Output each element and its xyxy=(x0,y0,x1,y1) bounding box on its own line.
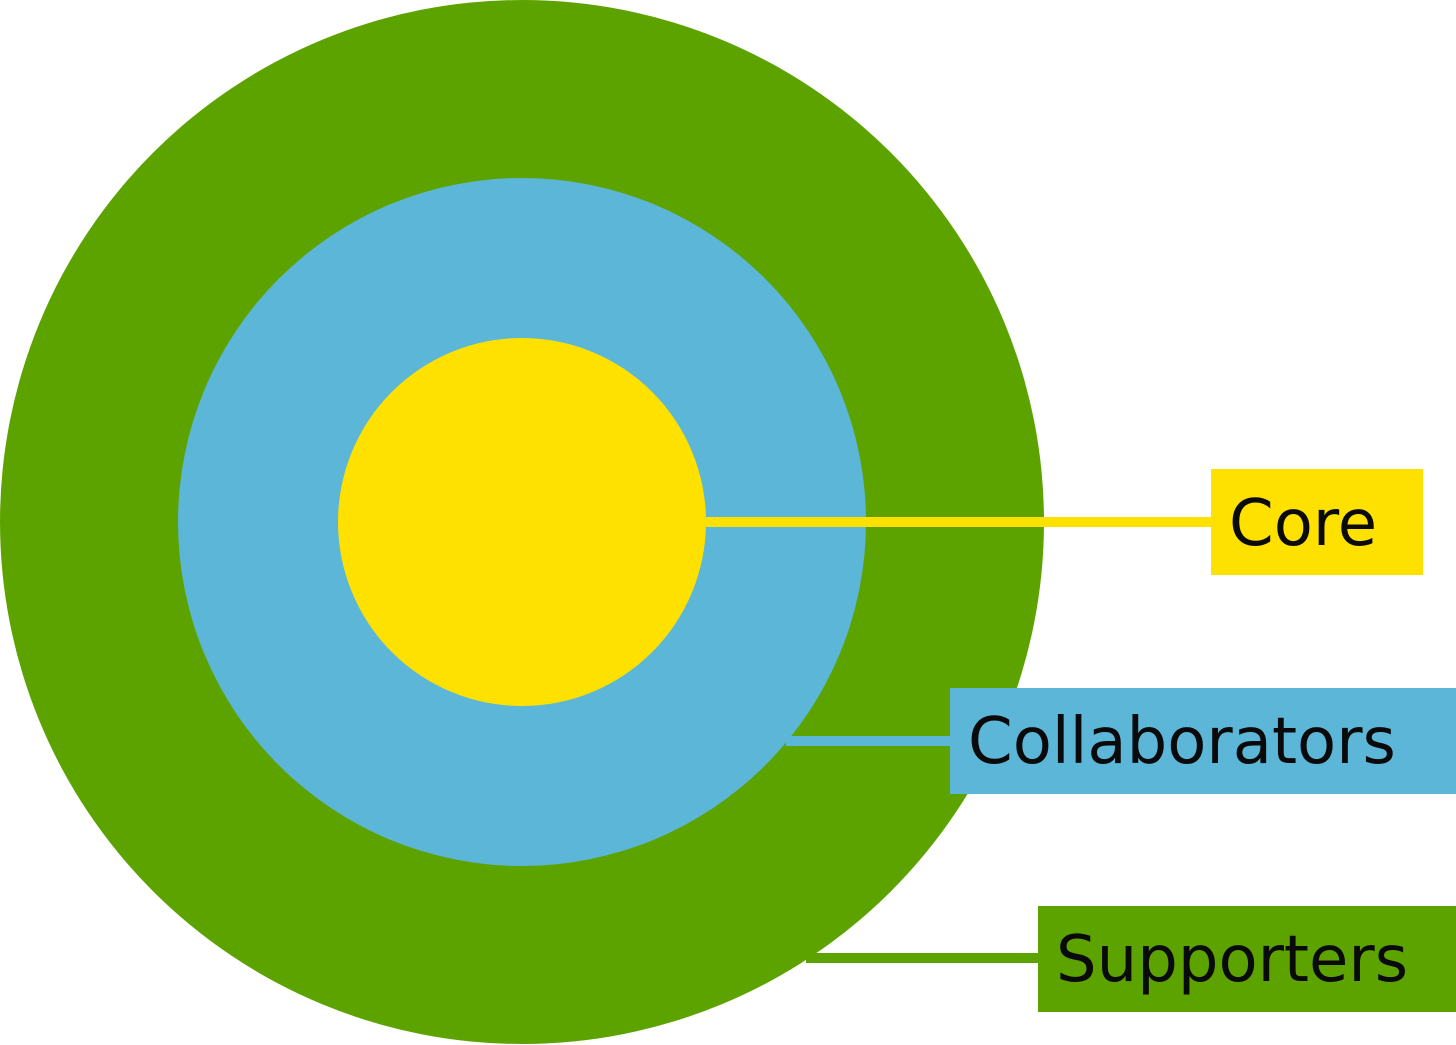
collaborators-label: Collaborators xyxy=(950,688,1456,794)
supporters-label-text: Supporters xyxy=(1056,923,1408,997)
core-label-text: Core xyxy=(1229,487,1377,561)
core-circle xyxy=(338,338,706,706)
collaborators-label-text: Collaborators xyxy=(968,705,1396,779)
core-label-box xyxy=(1211,469,1423,575)
supporters-label: Supporters xyxy=(1038,906,1456,1012)
core-label: Core xyxy=(1211,469,1423,575)
supporters-label-box xyxy=(1038,906,1456,1012)
collaborators-label-box xyxy=(950,688,1456,794)
